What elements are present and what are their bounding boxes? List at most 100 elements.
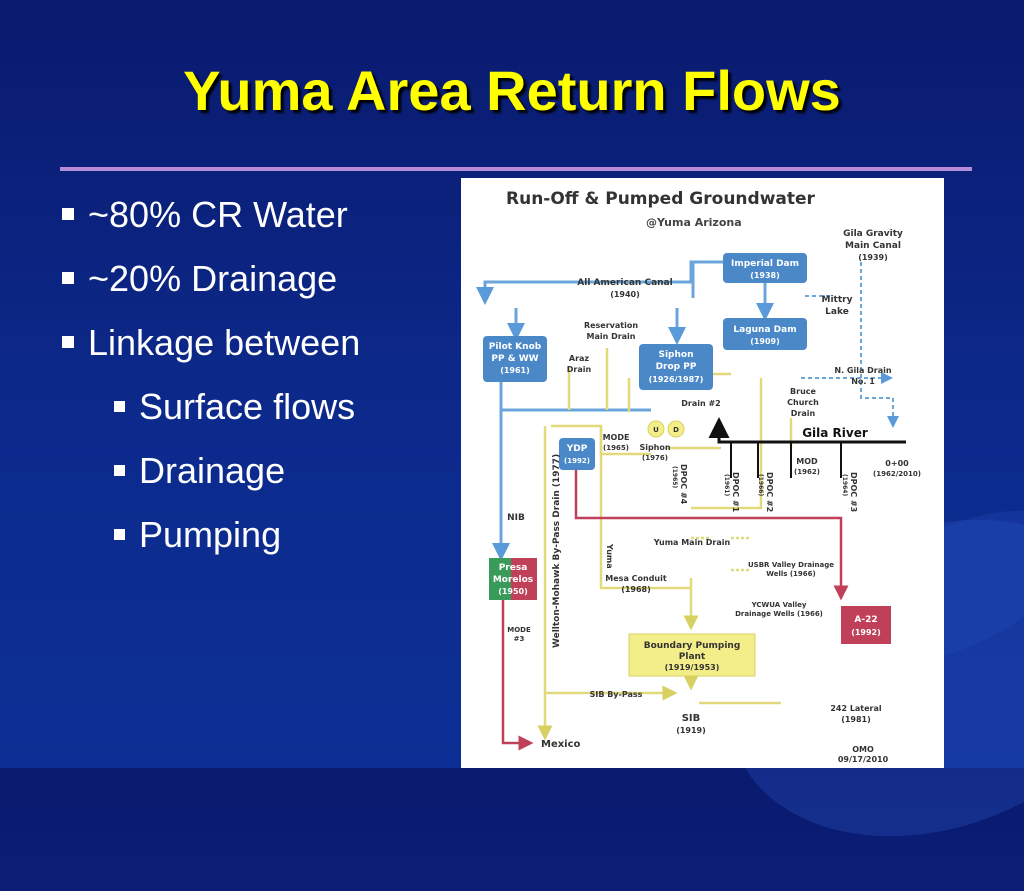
sib-bypass-label: SIB By-Pass (590, 690, 643, 699)
laguna-dam-year: (1909) (750, 337, 780, 346)
d-marker (667, 420, 685, 438)
bruce-label-2: Church (787, 398, 819, 407)
ycwua-year: Drainage Wells (1966) (735, 610, 823, 618)
flow-diagram-image: Run-Off & Pumped Groundwater @Yuma Arizo… (461, 178, 944, 768)
wellton-label: Wellton-Mohawk By-Pass Drain (1977) (552, 454, 562, 648)
pilot-knob-label: Pilot Knob (489, 342, 542, 352)
dpoc1-year: (1961) (723, 474, 730, 496)
omo-label: OMO (852, 745, 874, 754)
dpoc2-label: DPOC #2 (765, 472, 774, 512)
nib-label: NIB (507, 513, 525, 523)
bullet-item: ~80% CR Water (62, 190, 360, 254)
flow-diagram-svg: Run-Off & Pumped Groundwater @Yuma Arizo… (476, 189, 921, 764)
mesa-year: (1968) (621, 585, 651, 594)
mode1-year: (1965) (603, 444, 629, 452)
ycwua-label: YCWUA Valley (751, 601, 807, 609)
gila-gravity-label: Gila Gravity (843, 229, 903, 239)
yuma-main-label: Yuma Main Drain (653, 538, 731, 547)
laguna-dam-box (723, 318, 807, 350)
mode1-label: MODE (603, 433, 630, 442)
bullet-square-icon (114, 528, 125, 540)
boundary-pumping-box (628, 633, 756, 677)
siphon-drop-label-2: Drop PP (656, 362, 697, 372)
imperial-dam-box (723, 253, 807, 283)
sib-year: (1919) (676, 726, 706, 735)
siphon-drop-year: (1926/1987) (649, 375, 704, 384)
usbr-year: Wells (1966) (766, 570, 816, 578)
araz-label: Araz (569, 354, 590, 363)
dpoc2-year: (1966) (757, 474, 764, 496)
n-gila-label: N. Gila Drain (834, 366, 891, 375)
boundary-label: Boundary Pumping (644, 641, 741, 651)
sib-label: SIB (682, 713, 701, 724)
mesa-label: Mesa Conduit (605, 574, 667, 583)
araz-label-2: Drain (567, 365, 592, 374)
omo-date: 09/17/2010 (838, 755, 889, 764)
mittry-label: Mittry (822, 295, 853, 305)
a22-label: A-22 (854, 615, 877, 625)
bullet-list: ~80% CR Water ~20% Drainage Linkage betw… (62, 190, 360, 574)
gila-gravity-label-2: Main Canal (845, 241, 901, 251)
dpoc4-year: (1965) (671, 466, 678, 488)
a22-box (841, 606, 891, 644)
sub-bullet-item: Drainage (114, 446, 360, 510)
dpoc3-year: (1964) (841, 474, 848, 496)
bullet-square-icon (62, 272, 74, 285)
laguna-dam-label: Laguna Dam (733, 325, 796, 335)
siphon-drop-box (639, 344, 713, 390)
gila-gravity-year: (1939) (858, 253, 888, 262)
all-american-label: All American Canal (577, 278, 672, 288)
imperial-dam-year: (1938) (750, 271, 780, 280)
bullet-item: ~20% Drainage (62, 254, 360, 318)
n-gila-label-2: No. 1 (851, 377, 875, 386)
mod-year: (1962) (794, 468, 820, 476)
ydp-label: YDP (566, 444, 588, 454)
bullet-square-icon (114, 464, 125, 476)
mexico-label: Mexico (541, 739, 581, 750)
diagram-title: Run-Off & Pumped Groundwater (506, 189, 816, 209)
a22-year: (1992) (851, 628, 881, 637)
siphon-year: (1976) (642, 454, 668, 462)
drain2-label: Drain #2 (681, 399, 720, 408)
imperial-dam-label: Imperial Dam (731, 259, 799, 269)
bruce-label: Bruce (790, 387, 816, 396)
pilot-knob-year: (1961) (500, 366, 530, 375)
zero-label: 0+00 (885, 459, 909, 468)
reservation-label: Reservation (584, 321, 638, 330)
bullet-square-icon (114, 400, 125, 412)
presa-green-box (489, 558, 511, 600)
slide-title: Yuma Area Return Flows (183, 59, 841, 122)
presa-red-box (511, 558, 537, 600)
siphon-label: Siphon (639, 443, 670, 452)
dpoc4-label: DPOC #4 (679, 464, 688, 505)
mode3-num: #3 (514, 635, 525, 643)
dpoc1-label: DPOC #1 (731, 472, 740, 513)
pilot-knob-box (483, 336, 547, 382)
sub-bullet-item: Surface flows (114, 382, 360, 446)
title-divider (60, 167, 972, 171)
ydp-box (559, 438, 595, 470)
u-marker (647, 420, 665, 438)
boundary-year: (1919/1953) (665, 663, 720, 672)
lateral-label: 242 Lateral (830, 704, 882, 713)
mod-label: MOD (796, 457, 818, 466)
gila-river-label: Gila River (802, 426, 868, 440)
presa-label-2: Morelos (493, 575, 533, 585)
mittry-label-2: Lake (825, 307, 849, 317)
bruce-label-3: Drain (791, 409, 816, 418)
ydp-year: (1992) (564, 457, 590, 465)
lateral-year: (1981) (841, 715, 871, 724)
dpoc3-label: DPOC #3 (849, 472, 858, 512)
boundary-label-2: Plant (679, 652, 706, 662)
diagram-subtitle: @Yuma Arizona (646, 216, 742, 229)
usbr-label: USBR Valley Drainage (748, 561, 834, 569)
reservation-label-2: Main Drain (586, 332, 635, 341)
presa-year: (1950) (498, 587, 528, 596)
presa-label: Presa (499, 563, 528, 573)
yuma-vertical-label: Yuma (605, 543, 614, 569)
pilot-knob-label-2: PP & WW (491, 354, 538, 364)
bullet-item: Linkage between (62, 318, 360, 382)
siphon-drop-label: Siphon (658, 350, 693, 360)
sub-bullet-item: Pumping (114, 510, 360, 574)
bullet-square-icon (62, 208, 74, 221)
